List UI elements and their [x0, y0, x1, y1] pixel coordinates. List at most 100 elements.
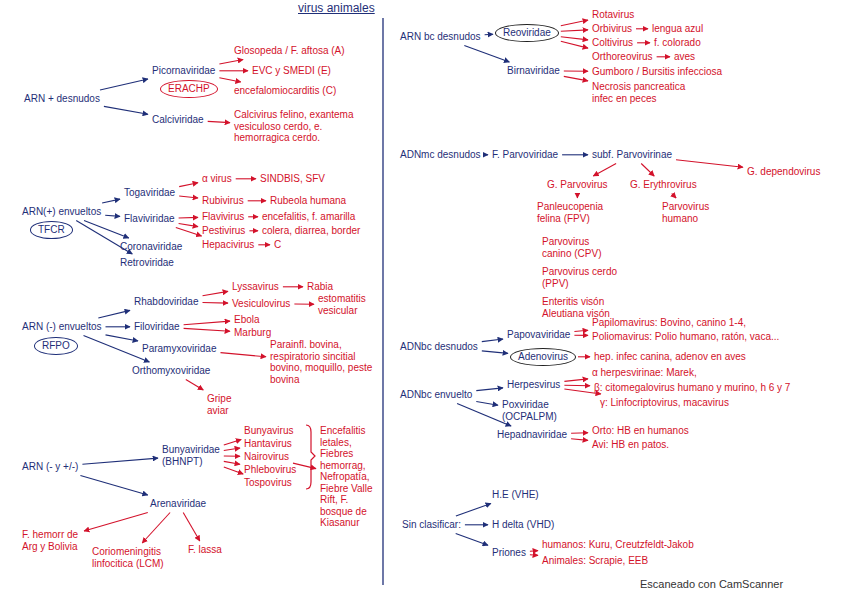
arrow-connector [571, 439, 588, 441]
arrow-connector [236, 178, 256, 179]
arrow-connector [224, 440, 241, 446]
virus-term: Calciviridae [150, 113, 206, 127]
virus-term: Necrosis pancreatica infec en peces [590, 80, 710, 105]
virus-term: Orthoreovirus [590, 50, 655, 64]
arrow-connector [224, 467, 243, 474]
arrow-connector [179, 224, 198, 227]
term-text: Orbivirus [592, 23, 632, 35]
term-text: (OCPALPM) [502, 411, 557, 423]
virus-term: Rotavirus [590, 8, 636, 22]
virus-term: Ebola [232, 313, 262, 327]
term-text: Phlebovirus [244, 464, 296, 476]
term-text: encefalitis, f. amarilla [262, 211, 355, 223]
term-text: Sin clasificar: [402, 519, 461, 531]
arrow-connector [80, 476, 147, 496]
arrow-connector [482, 339, 503, 342]
arrow-connector [84, 336, 150, 363]
virus-term: F. lassa [186, 543, 224, 557]
term-text: ADNbc envuelto [400, 389, 472, 401]
term-text: TFCR [38, 224, 65, 236]
virus-term: Filoviridae [132, 320, 182, 334]
arrow-connector [176, 228, 202, 237]
term-text: Gumboro / Bursitis infecciosa [592, 66, 722, 78]
arrow-connector [219, 78, 240, 82]
virus-term: estomatitis vesicular [316, 292, 378, 317]
term-text: Pestivirus [202, 225, 245, 237]
virus-term: Birnaviridae [505, 64, 562, 78]
arrow-connector [672, 194, 676, 199]
virus-term: Tospovirus [242, 476, 294, 490]
arrow-connector [561, 30, 588, 31]
term-text: Avi: HB en patos. [592, 439, 669, 451]
arrow-connector [456, 504, 491, 517]
term-text: Priones [492, 547, 526, 559]
circled-term: RFPO [34, 337, 78, 355]
arrow-connector [564, 385, 590, 387]
arrow-connector [219, 60, 243, 65]
term-text: Rubeola humana [270, 195, 346, 207]
virus-term: Papovaviridae [505, 328, 572, 342]
arrow-connector [106, 335, 139, 341]
arrow-connector [641, 164, 654, 177]
virus-term: Encefalitis letales, Fiebres hemorrag, N… [318, 424, 382, 530]
arrow-connector [294, 303, 314, 304]
term-text: ADNmc desnudos [400, 149, 481, 161]
term-text: Encefalitis letales, Fiebres hemorrag, N… [320, 425, 380, 529]
arrow-connector [482, 351, 508, 354]
arrow-connector [248, 216, 258, 217]
term-text: Paramyxoviridae [142, 343, 216, 355]
term-text: ARN (- y +/-) [22, 461, 78, 473]
term-text: Nairovirus [244, 451, 289, 463]
term-text: Poxviridae [502, 399, 557, 411]
arrow-connector [637, 42, 650, 43]
arrow-connector [106, 326, 131, 327]
term-text: C [274, 239, 281, 251]
term-text: ARN(+) envueltos [22, 206, 101, 218]
arrow-connector [464, 46, 509, 63]
virus-term: α herpesvirinae: Marek, [590, 366, 699, 380]
arrow-connector [183, 513, 200, 542]
arrow-connector [485, 154, 488, 155]
term-text: Calcivirus felino, exantema vesiculoso c… [234, 109, 360, 144]
virus-term: Parvovirus cerdo (PPV) [540, 265, 620, 290]
arrow-connector [203, 302, 229, 304]
virus-term: Parainfl. bovina, respiratorio sincitial… [268, 338, 376, 386]
term-text: Coltivirus [592, 37, 633, 49]
arrow-connector [530, 550, 538, 552]
virus-term: Retroviridae [118, 256, 176, 270]
virus-term: Coriomeningitis linfocitica (LCM) [90, 545, 168, 570]
term-text: aves [674, 51, 695, 63]
term-text: Parainfl. bovina, respiratorio sincitial… [270, 339, 374, 385]
arrow-connector [578, 356, 590, 357]
arrow-connector [657, 56, 670, 57]
arrow-connector [574, 335, 588, 336]
virus-term: ARN (- y +/-) [20, 460, 80, 474]
term-text: Parvovirus humano [662, 201, 718, 224]
arrow-connector [564, 379, 588, 382]
watermark: Escaneado con CamScanner [640, 578, 783, 591]
arrow-connector [84, 513, 148, 532]
virus-term: Gumboro / Bursitis infecciosa [590, 65, 724, 79]
virus-term: humanos: Kuru, Creutzfeldt-Jakob [540, 538, 696, 552]
arrow-connector [571, 432, 588, 434]
term-text: ARN (-) envueltos [22, 321, 101, 333]
term-text: Marburg [234, 327, 271, 339]
term-text: G. Erythrovirus [630, 179, 697, 191]
term-text: F. lassa [188, 544, 222, 556]
arrow-connector [456, 534, 488, 546]
term-text: Rabia [307, 281, 333, 293]
term-text: Birnaviridae [507, 65, 560, 77]
virus-term: encefalomiocarditis (C) [232, 84, 338, 98]
term-text: Necrosis pancreatica infec en peces [592, 81, 708, 104]
virus-term: Papilomavirus: Bovino, canino 1-4, [590, 316, 748, 330]
virus-term: Lyssavirus [230, 280, 281, 294]
term-text: SINDBIS, SFV [260, 173, 325, 185]
arrow-connector [203, 291, 229, 295]
term-text: Orto: HB en humanos [592, 425, 689, 437]
term-text: H.E (VHE) [492, 489, 539, 501]
term-text: ARN + desnudos [24, 93, 100, 105]
arrow-connector [564, 76, 588, 81]
